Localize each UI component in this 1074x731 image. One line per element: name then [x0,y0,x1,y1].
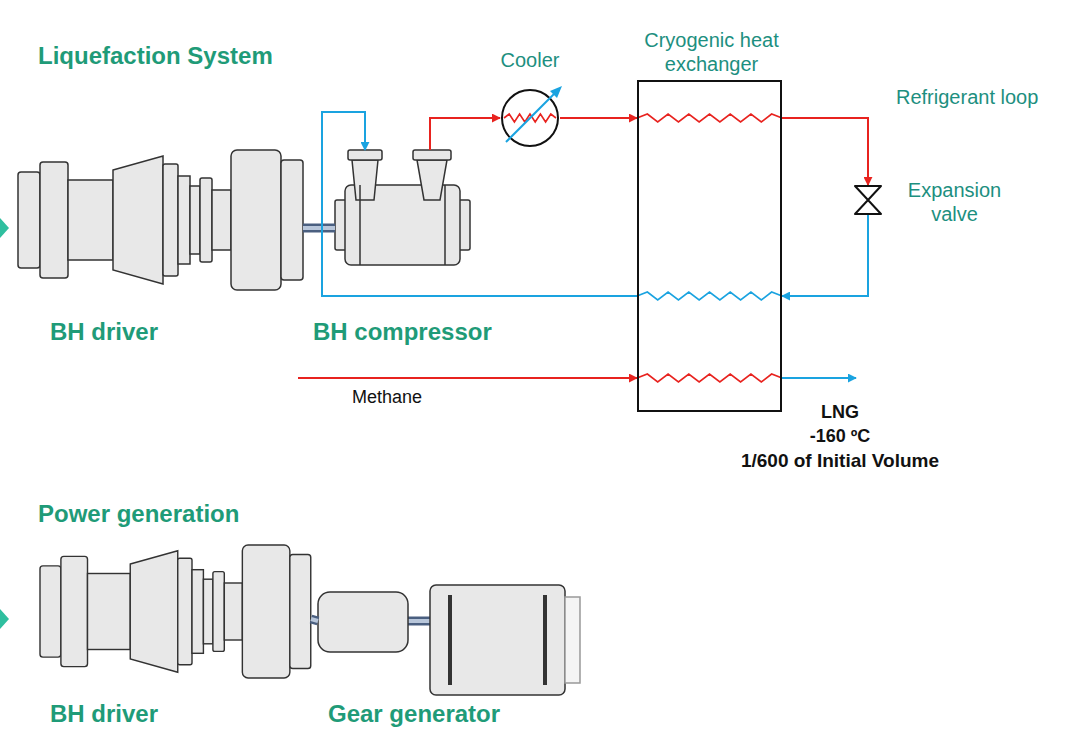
shaft-stroke [311,619,318,621]
section-title: Liquefaction System [38,42,273,71]
driver-machine: BH driver [40,545,311,678]
flow-stroke [782,215,868,296]
temperature-label: -160 ºC [670,426,1010,448]
cooler-symbol [500,88,560,148]
side-chevron [0,218,9,238]
heat-coil [637,114,782,382]
node-label: Gear generator [328,700,500,729]
methane-line [298,377,637,379]
stream-label: Methane [352,387,422,409]
compressor-drawing [335,150,470,265]
compressor-machine: BH compressor [335,150,470,270]
flow-line [322,112,637,296]
product-label: LNG [670,402,1010,424]
node-label: Expansion valve [897,178,1012,226]
flow-stroke [560,117,637,119]
flow-line [430,118,500,150]
cooler: Cooler [500,88,560,148]
flow-stroke [430,118,500,150]
volume-label: 1/600 of Initial Volume [670,450,1010,473]
node-label: BH driver [50,318,158,347]
driver-machine: BH driver [18,150,303,290]
expansion-valve: Expansion valve [853,185,883,215]
node-label: BH compressor [313,318,492,347]
heat-exchanger: Cryogenic heat exchanger [637,80,782,412]
flow-line [560,118,637,119]
generator-machine: Gear generator [318,585,580,695]
shaft-stroke [303,224,335,233]
section-title: Power generation [38,500,239,529]
shaft-stroke [311,619,318,621]
flow-line [782,118,868,185]
loop-label: Refrigerant loop [896,85,1038,109]
flow-line [782,215,868,296]
turbine-drawing [40,545,311,678]
lng-line [782,377,856,379]
flow-stroke [322,112,637,296]
drive-shaft [311,619,318,621]
generator-drawing [318,585,580,695]
node-label: Cooler [470,48,590,72]
drive-shaft [303,228,335,229]
node-label: Cryogenic heat exchanger [609,28,814,76]
turbine-drawing [18,150,303,290]
node-label: BH driver [50,700,158,729]
valve-symbol [853,185,883,215]
shaft-stroke [303,226,335,230]
side-chevron [0,609,9,629]
flow-stroke [782,118,868,185]
